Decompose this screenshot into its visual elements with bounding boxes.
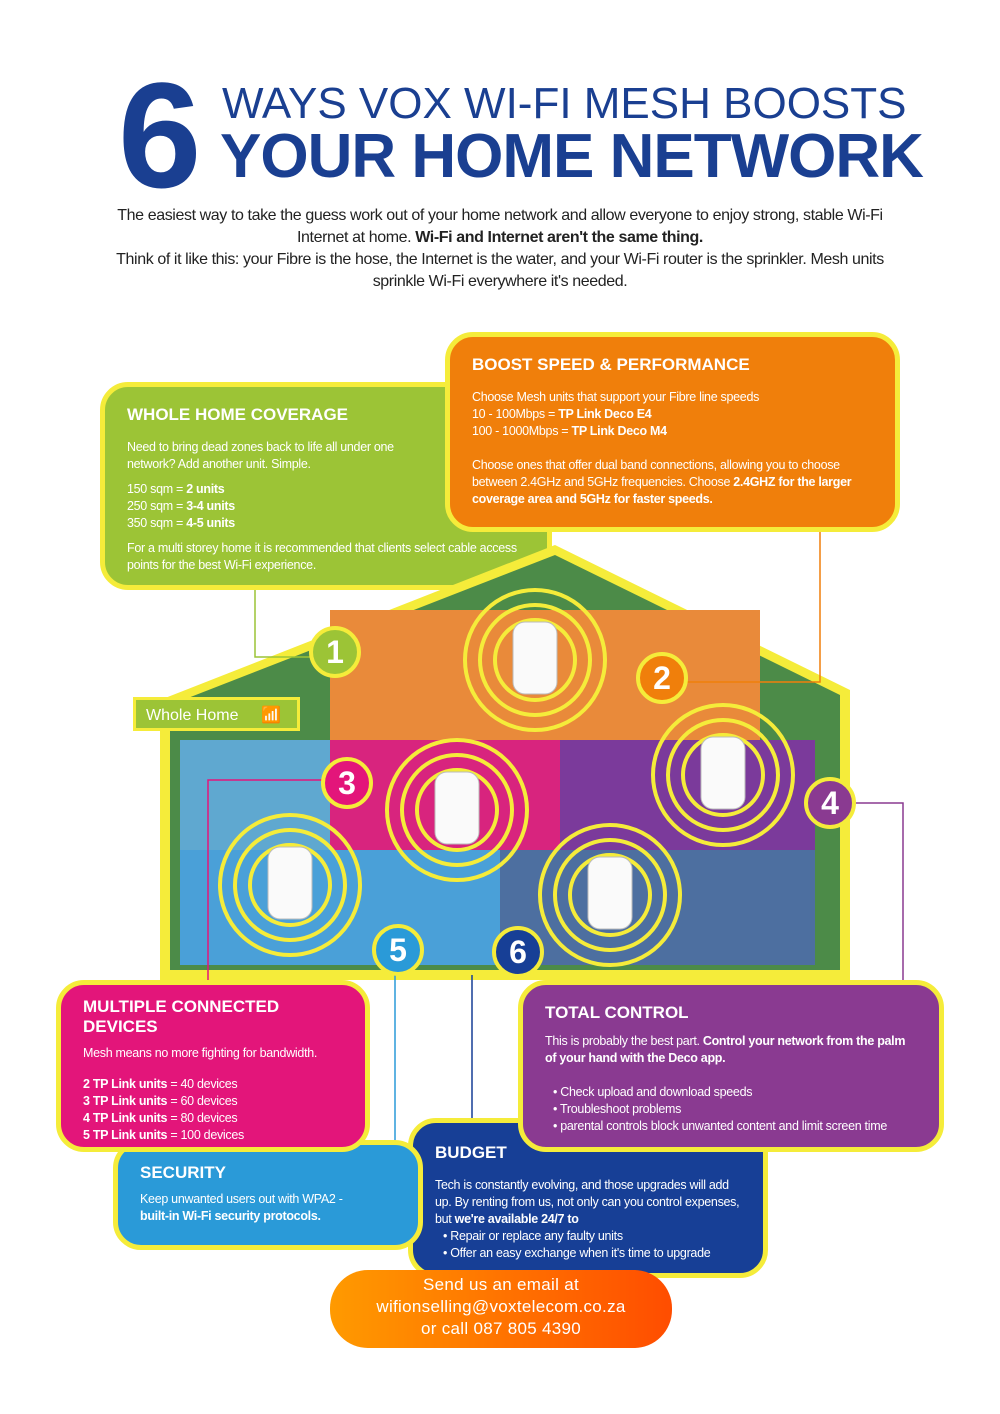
coverage-title: WHOLE HOME COVERAGE: [127, 405, 349, 424]
speed-text: Choose Mesh units that support your Fibr…: [472, 390, 760, 404]
security-text: Keep unwanted users out with WPA2 - buil…: [140, 1192, 343, 1223]
control-bullet: Check upload and download speeds: [553, 1084, 917, 1101]
title-line-2: YOUR HOME NETWORK: [220, 122, 924, 191]
budget-list: Repair or replace any faulty units Offer…: [435, 1228, 741, 1262]
connector-lines: [207, 532, 904, 1145]
devices-text: Mesh means no more fighting for bandwidt…: [83, 1046, 318, 1060]
control-card: TOTAL CONTROL This is probably the best …: [518, 980, 944, 1152]
devices-row: 5 TP Link units = 100 devices: [83, 1128, 244, 1142]
coverage-row: 150 sqm = 2 units: [127, 482, 225, 496]
devices-row: 4 TP Link units = 80 devices: [83, 1111, 238, 1125]
contact-email-link[interactable]: wifionselling@voxtelecom.co.za: [376, 1297, 626, 1316]
coverage-row: 350 sqm = 4-5 units: [127, 516, 235, 530]
security-card: SECURITY Keep unwanted users out with WP…: [113, 1140, 423, 1250]
control-list: Check upload and download speeds Trouble…: [545, 1084, 917, 1135]
budget-bullet: Offer an easy exchange when it's time to…: [443, 1245, 741, 1262]
whole-home-text: Whole Home: [146, 707, 239, 724]
devices-title: MULTIPLE CONNECTED DEVICES: [83, 997, 280, 1036]
control-bullet: parental controls block unwanted content…: [553, 1118, 917, 1135]
budget-bullet: Repair or replace any faulty units: [443, 1228, 741, 1245]
badge-2: 2: [636, 652, 688, 704]
speed-card: BOOST SPEED & PERFORMANCE Choose Mesh un…: [445, 332, 900, 532]
coverage-row: 250 sqm = 3-4 units: [127, 499, 235, 513]
badge-4: 4: [804, 777, 856, 829]
intro-p1: The easiest way to take the guess work o…: [117, 207, 883, 246]
control-title: TOTAL CONTROL: [545, 1003, 689, 1022]
badge-1: 1: [309, 626, 361, 678]
budget-title: BUDGET: [435, 1143, 507, 1162]
devices-card: MULTIPLE CONNECTED DEVICES Mesh means no…: [56, 980, 370, 1152]
speed-row: 100 - 1000Mbps = TP Link Deco M4: [472, 424, 667, 438]
coverage-note: For a multi storey home it is recommende…: [127, 541, 517, 572]
speed-row: 10 - 100Mbps = TP Link Deco E4: [472, 407, 652, 421]
devices-row: 2 TP Link units = 40 devices: [83, 1077, 238, 1091]
control-text: This is probably the best part. Control …: [545, 1034, 906, 1065]
badge-3: 3: [321, 757, 373, 809]
contact-banner: Send us an email at wifionselling@voxtel…: [330, 1270, 672, 1348]
speed-title: BOOST SPEED & PERFORMANCE: [472, 355, 750, 374]
intro-p2: Think of it like this: your Fibre is the…: [116, 251, 884, 290]
wifi-icon: 📶: [260, 707, 281, 724]
title-number: 6: [118, 51, 201, 219]
whole-home-label: Whole Home 📶: [133, 697, 300, 731]
security-title: SECURITY: [140, 1163, 226, 1182]
speed-text-2: Choose ones that offer dual band connect…: [472, 458, 852, 506]
coverage-text: Need to bring dead zones back to life al…: [127, 440, 394, 471]
contact-phone[interactable]: or call 087 805 4390: [420, 1319, 582, 1338]
intro-bold: Wi-Fi and Internet aren't the same thing…: [415, 229, 703, 246]
control-bullet: Troubleshoot problems: [553, 1101, 917, 1118]
devices-row: 3 TP Link units = 60 devices: [83, 1094, 238, 1108]
budget-text: Tech is constantly evolving, and those u…: [435, 1178, 740, 1226]
title-line-1: WAYS VOX WI-FI MESH BOOSTS: [222, 79, 907, 128]
contact-line-1: Send us an email at: [423, 1275, 579, 1294]
mesh-units: [267, 621, 746, 930]
badge-6: 6: [492, 926, 544, 978]
intro-text: The easiest way to take the guess work o…: [110, 205, 890, 293]
wifi-rings: [218, 588, 795, 967]
badge-5: 5: [372, 924, 424, 976]
